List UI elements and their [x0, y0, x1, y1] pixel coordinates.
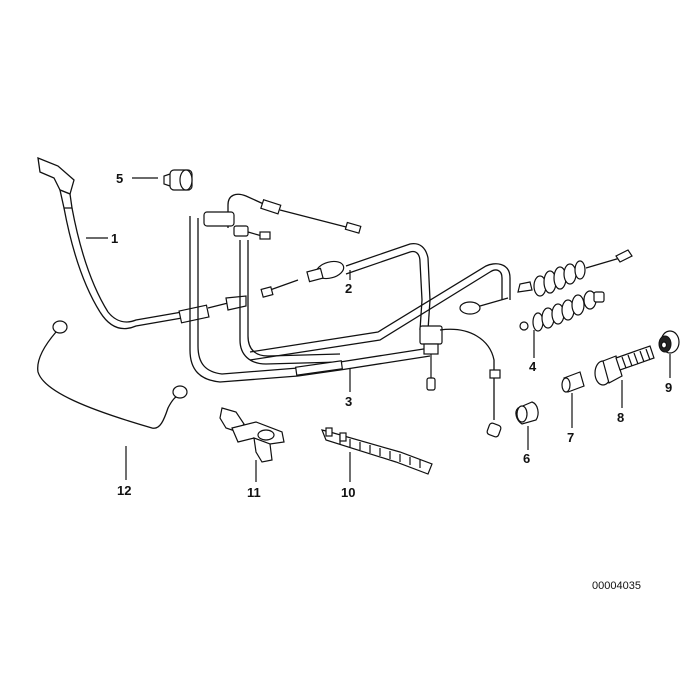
callout-6: 6 — [523, 451, 530, 466]
callout-1: 1 — [111, 231, 118, 246]
part-8-adjusting-screw — [594, 345, 655, 386]
part-12-wire-loop — [37, 320, 188, 429]
callout-labels: 1 2 3 4 5 6 7 8 9 10 11 12 — [111, 171, 672, 500]
part-7-sleeve — [561, 371, 585, 393]
callout-7: 7 — [567, 430, 574, 445]
bellows-upper — [517, 249, 633, 297]
part-10-strap — [321, 427, 433, 475]
callout-12: 12 — [117, 483, 131, 498]
part-1-choke-cable — [37, 156, 247, 330]
part-6-clamp — [515, 401, 539, 425]
drawing-number: 00004035 — [592, 580, 641, 592]
callout-2: 2 — [345, 281, 352, 296]
part-5-cap — [163, 169, 193, 191]
bellows-lower — [519, 290, 605, 332]
callout-8: 8 — [617, 410, 624, 425]
callout-10: 10 — [341, 485, 355, 500]
callout-3: 3 — [345, 394, 352, 409]
callout-5: 5 — [116, 171, 123, 186]
part-3-throttle-cable — [249, 263, 511, 438]
part-11-cable-holder — [219, 407, 285, 463]
part-9-knurled-nut — [658, 330, 680, 354]
callout-9: 9 — [665, 380, 672, 395]
callout-4: 4 — [529, 359, 537, 374]
callout-leaders — [86, 177, 671, 482]
callout-11: 11 — [247, 485, 261, 500]
part-4-bellows — [517, 249, 633, 332]
